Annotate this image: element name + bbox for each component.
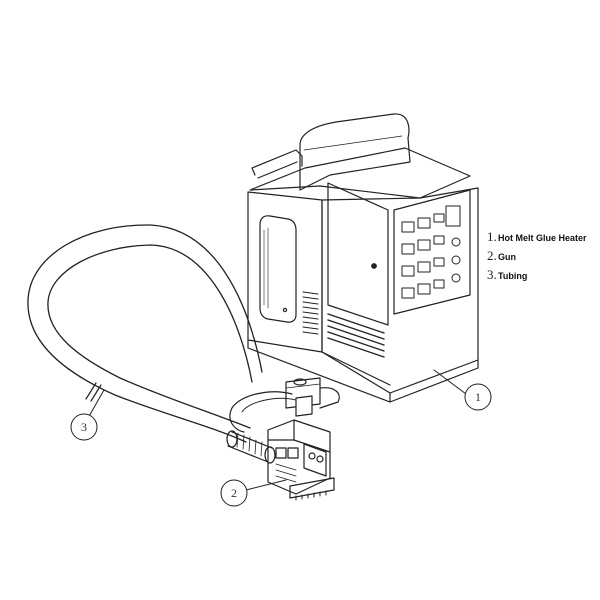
legend-label: Gun bbox=[498, 252, 516, 262]
glue-gun bbox=[229, 377, 340, 501]
callout-gun: 2 bbox=[220, 479, 287, 507]
svg-text:2: 2 bbox=[231, 486, 237, 500]
legend-item-tubing: 3. Tubing bbox=[487, 267, 597, 286]
legend-item-heater: 1. Hot Melt Glue Heater bbox=[487, 229, 597, 248]
legend-number: 3. bbox=[487, 267, 497, 282]
callout-tubing: 3 bbox=[70, 389, 105, 441]
svg-text:3: 3 bbox=[81, 420, 87, 434]
parts-legend: 1. Hot Melt Glue Heater 2. Gun 3. Tubing bbox=[487, 229, 597, 286]
svg-text:1: 1 bbox=[475, 390, 481, 404]
callout-heater: 1 bbox=[433, 369, 492, 411]
legend-item-gun: 2. Gun bbox=[487, 248, 597, 267]
glue-heater-unit bbox=[247, 113, 479, 403]
legend-number: 1. bbox=[487, 229, 497, 244]
legend-number: 2. bbox=[487, 248, 497, 263]
legend-label: Hot Melt Glue Heater bbox=[498, 233, 587, 243]
tubing-hose bbox=[27, 224, 276, 464]
legend-label: Tubing bbox=[498, 271, 528, 281]
